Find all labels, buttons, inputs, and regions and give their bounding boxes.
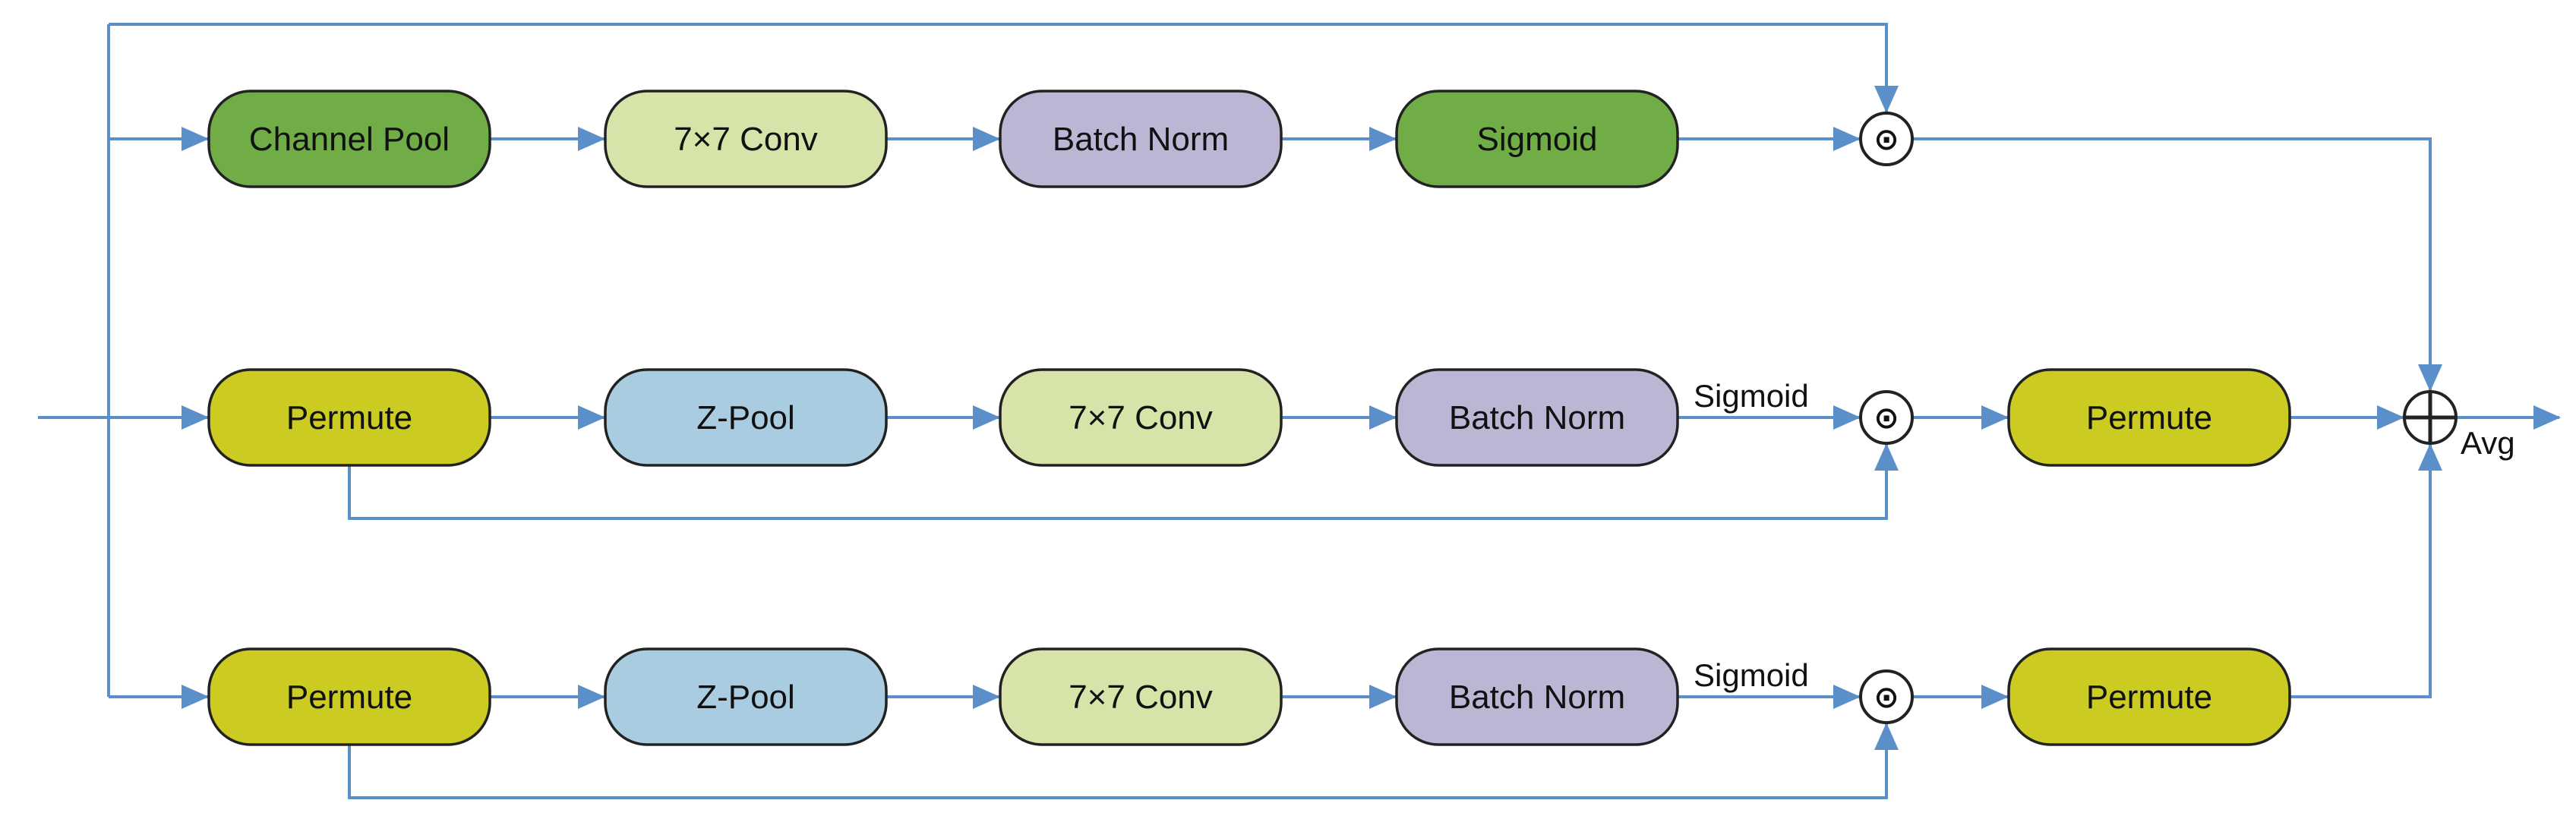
row0-box-3-label: Sigmoid xyxy=(1477,121,1598,158)
row2-box-3 xyxy=(1395,647,1679,746)
arrowheads xyxy=(182,86,2561,750)
row1-link-2-arrowhead xyxy=(1369,405,1397,430)
row0-to-sum-wire xyxy=(1912,137,2432,392)
row2-box-2-label: 7×7 Conv xyxy=(1069,679,1213,716)
row0-link-2-arrowhead xyxy=(1369,127,1397,151)
row1-multiply-op xyxy=(1859,390,1914,445)
row1-post-permute-box xyxy=(2007,368,2291,467)
row1-box-2-label: 7×7 Conv xyxy=(1069,399,1213,436)
row1-input-arrowhead xyxy=(182,405,209,430)
row2-residual-wire xyxy=(348,723,1888,799)
row1-link-1-arrowhead xyxy=(973,405,1000,430)
top-skip-arrowhead xyxy=(1874,86,1899,113)
row1-box-3-label: Batch Norm xyxy=(1449,399,1625,436)
row2-sigmoid-label: Sigmoid xyxy=(1694,657,1809,693)
row2-multiply-op xyxy=(1859,669,1914,724)
row2-link-2-arrowhead xyxy=(1369,685,1397,709)
row2-box-0 xyxy=(207,647,491,746)
row1-to-sum-arrowhead xyxy=(2377,405,2404,430)
row2-post-permute-box xyxy=(2007,647,2291,746)
row0-to-sum-arrowhead xyxy=(2418,364,2442,392)
row0-link-1-arrowhead xyxy=(973,127,1000,151)
row2-to-permute-arrowhead xyxy=(1981,685,2009,709)
row0-box-0-label: Channel Pool xyxy=(249,121,450,158)
row1-to-multiply-arrowhead xyxy=(1833,405,1861,430)
row0-multiply-op xyxy=(1859,112,1914,166)
row1-post-permute-box-label: Permute xyxy=(2086,399,2212,436)
row1-residual-arrowhead xyxy=(1874,443,1899,471)
row1-to-permute-arrowhead xyxy=(1981,405,2009,430)
row1-box-2 xyxy=(999,368,1283,467)
row2-box-2 xyxy=(999,647,1283,746)
row0-box-1-label: 7×7 Conv xyxy=(674,121,818,158)
connection-wires xyxy=(38,23,2559,799)
row2-link-1-arrowhead xyxy=(973,685,1000,709)
row0-link-0-arrowhead xyxy=(578,127,605,151)
row1-multiply-op-symbol: ⊙ xyxy=(1874,402,1899,435)
row2-box-3-label: Batch Norm xyxy=(1449,679,1625,716)
row1-link-0-arrowhead xyxy=(578,405,605,430)
row2-to-multiply-arrowhead xyxy=(1833,685,1861,709)
row1-box-3 xyxy=(1395,368,1679,467)
diagram-nodes xyxy=(207,90,2458,746)
row1-box-1 xyxy=(604,368,888,467)
row2-to-sum-arrowhead xyxy=(2418,443,2442,471)
row2-post-permute-box-label: Permute xyxy=(2086,679,2212,716)
row2-to-sum-wire xyxy=(2290,443,2432,698)
avg-label: Avg xyxy=(2461,425,2515,461)
row1-box-0-label: Permute xyxy=(286,399,412,436)
row2-box-1-label: Z-Pool xyxy=(696,679,795,716)
row2-multiply-op-symbol: ⊙ xyxy=(1874,681,1899,714)
row0-to-multiply-arrowhead xyxy=(1833,127,1861,151)
row0-input-arrowhead xyxy=(182,127,209,151)
row1-box-1-label: Z-Pool xyxy=(696,399,795,436)
top-skip-wire xyxy=(109,23,1888,113)
output-arrowhead xyxy=(2533,405,2561,430)
row2-link-0-arrowhead xyxy=(578,685,605,709)
row0-box-1 xyxy=(604,90,888,188)
row0-box-3 xyxy=(1395,90,1679,188)
row1-residual-wire xyxy=(348,443,1888,520)
row2-residual-arrowhead xyxy=(1874,723,1899,750)
row1-sigmoid-label: Sigmoid xyxy=(1694,378,1809,414)
row0-box-2-label: Batch Norm xyxy=(1053,121,1229,158)
row0-box-0 xyxy=(207,90,491,188)
row0-box-2 xyxy=(999,90,1283,188)
row0-multiply-op-symbol: ⊙ xyxy=(1874,123,1899,156)
row1-box-0 xyxy=(207,368,491,467)
row2-box-1 xyxy=(604,647,888,746)
row2-input-arrowhead xyxy=(182,685,209,709)
row2-box-0-label: Permute xyxy=(286,679,412,716)
